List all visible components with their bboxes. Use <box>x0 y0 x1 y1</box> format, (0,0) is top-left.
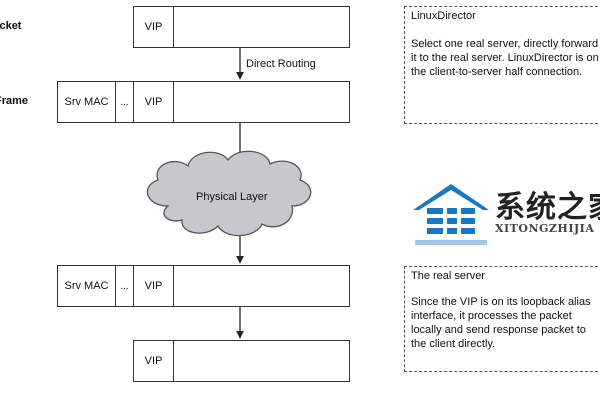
physical-layer-label: Physical Layer <box>196 191 268 203</box>
ip-packet-bottom: VIP <box>133 340 350 382</box>
ellipsis-field: ... <box>116 82 134 122</box>
vip-field: VIP <box>134 82 174 122</box>
watermark-logo: 系统之家 XITONGZHIJIA <box>405 178 600 256</box>
note-body: Since the VIP is on its loopback alias i… <box>411 296 591 350</box>
watermark-chinese-text: 系统之家 <box>495 190 600 225</box>
vip-field: VIP <box>134 266 174 306</box>
srv-mac-field: Srv MAC <box>58 266 116 306</box>
note-title: The real server <box>411 270 485 282</box>
frame-label: Frame <box>0 95 29 107</box>
house-logo-icon <box>413 184 489 245</box>
note-title: LinuxDirector <box>411 10 476 22</box>
cloud-icon <box>146 150 312 237</box>
real-server-note: The real server Since the VIP is on its … <box>404 266 600 372</box>
note-body: Select one real server, directly forward… <box>411 38 599 78</box>
frame-2: Srv MAC ... VIP <box>57 265 350 307</box>
linux-director-note: LinuxDirector Select one real server, di… <box>404 6 600 124</box>
watermark-pinyin-text: XITONGZHIJIA <box>495 222 595 235</box>
vip-field: VIP <box>134 7 174 47</box>
vip-field: VIP <box>134 341 174 381</box>
direct-routing-label: Direct Routing <box>246 58 316 70</box>
srv-mac-field: Srv MAC <box>58 82 116 122</box>
frame-1: Srv MAC ... VIP <box>57 81 350 123</box>
ip-packet-top: VIP <box>133 6 350 48</box>
ellipsis-field: ... <box>116 266 134 306</box>
packet-label: Packet <box>0 20 22 32</box>
